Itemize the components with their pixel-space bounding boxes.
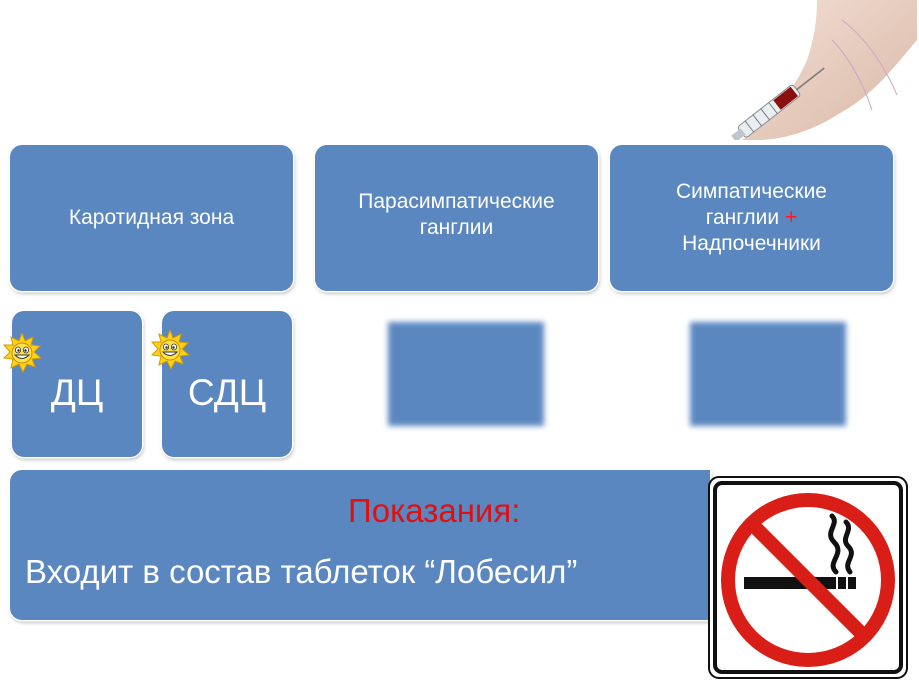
sympathetic-line1: Симпатические bbox=[676, 179, 827, 203]
sdc-label: СДЦ bbox=[187, 372, 267, 413]
smiling-sun-icon bbox=[2, 333, 42, 373]
no-smoking-sign-icon bbox=[708, 476, 908, 679]
dc-label: ДЦ bbox=[50, 372, 104, 413]
smiling-sun-icon bbox=[150, 330, 190, 370]
sympathetic-ganglia-box: Симпатические ганглии + Надпочечники bbox=[610, 145, 893, 291]
dc-box: ДЦ bbox=[12, 311, 142, 457]
indications-title: Показания: bbox=[348, 492, 521, 529]
carotid-zone-label: Каротидная зона bbox=[68, 205, 235, 229]
indications-description: Входит в состав таблеток “Лобесил” bbox=[25, 553, 578, 590]
sympathetic-line3: Надпочечники bbox=[682, 232, 821, 256]
plus-sign: + bbox=[784, 205, 798, 229]
parasympathetic-ganglia-label: Парасимпатические ганглии bbox=[358, 190, 555, 240]
indications-box bbox=[10, 470, 710, 620]
hidden-answer-box-sympathetic bbox=[690, 322, 846, 426]
hidden-answer-box-parasympathetic bbox=[388, 322, 544, 426]
sympathetic-line2: ганглии bbox=[705, 205, 780, 229]
sdc-box: СДЦ bbox=[162, 311, 292, 457]
arm-injection-icon bbox=[731, 0, 917, 140]
parasympathetic-ganglia-box: Парасимпатические ганглии bbox=[315, 145, 598, 291]
carotid-zone-box: Каротидная зона bbox=[10, 145, 293, 291]
